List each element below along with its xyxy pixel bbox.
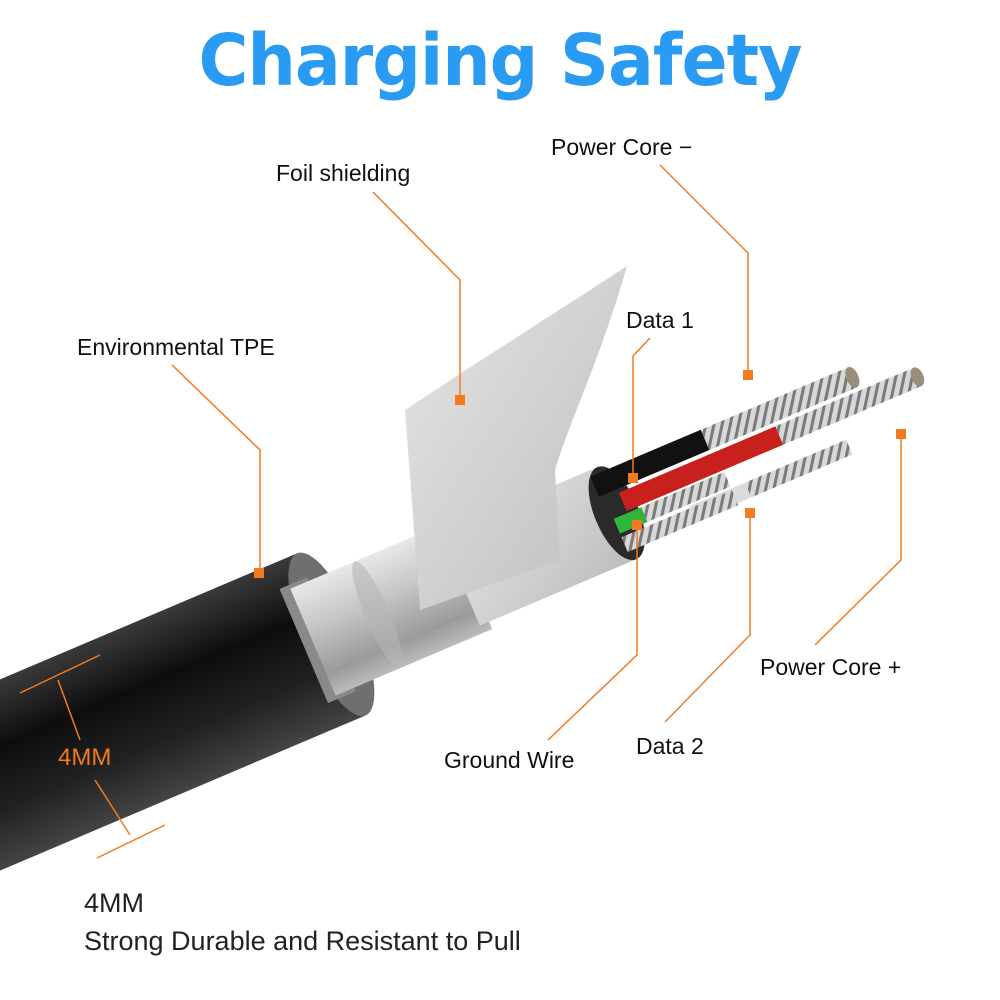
label-ground-wire: Ground Wire xyxy=(444,747,575,773)
caption-size: 4MM xyxy=(84,888,144,918)
label-foil-shielding: Foil shielding xyxy=(276,160,411,186)
label-data-1: Data 1 xyxy=(626,307,694,333)
label-power-core-plus: Power Core + xyxy=(760,654,902,680)
tpe-jacket xyxy=(0,553,366,888)
leader-markers xyxy=(254,370,906,578)
caption-description: Strong Durable and Resistant to Pull xyxy=(84,926,521,956)
page-title: Charging Safety xyxy=(198,20,803,103)
dimension-label: 4MM xyxy=(58,744,112,771)
label-power-core-minus: Power Core − xyxy=(551,134,693,160)
label-environmental-tpe: Environmental TPE xyxy=(77,334,275,360)
leader-lines xyxy=(19,164,902,859)
label-data-2: Data 2 xyxy=(636,733,704,759)
foil-flap xyxy=(405,266,627,610)
